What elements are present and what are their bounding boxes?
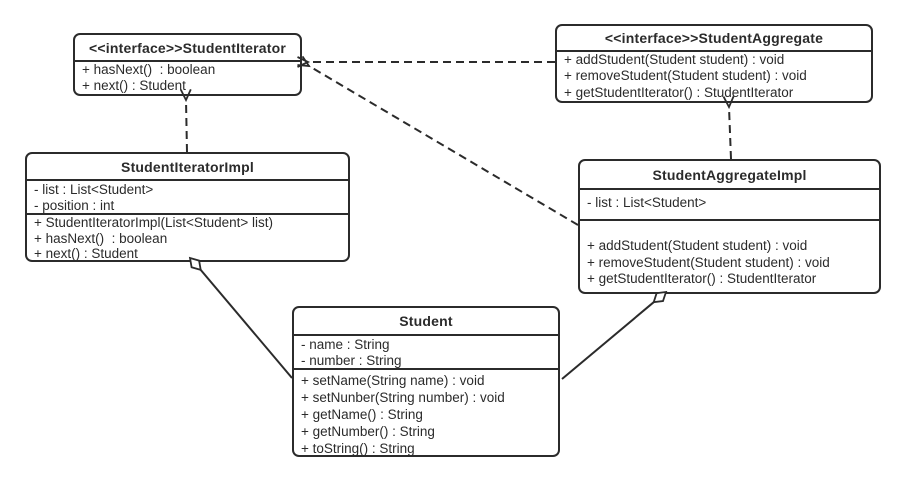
class-title-text: Student xyxy=(399,313,453,329)
class-box-student-iterator: <<interface>>StudentIterator + hasNext()… xyxy=(73,33,302,96)
method-line: + getStudentIterator() : StudentIterator xyxy=(564,84,794,100)
method-line: + hasNext() : boolean xyxy=(34,230,168,246)
realization-edge-iteratorimpl-to-iterator xyxy=(179,89,192,153)
class-title-text: <<interface>>StudentAggregate xyxy=(604,30,824,46)
aggregation-line xyxy=(199,269,293,379)
realization-edge-aggregateimpl-to-aggregate xyxy=(722,95,735,160)
methods-compartment: + addStudent(Student student) : void + r… xyxy=(580,221,879,288)
methods-compartment: + StudentIteratorImpl(List<Student> list… xyxy=(27,215,348,261)
attribute-line: - number : String xyxy=(301,352,402,368)
method-line: + setName(String name) : void xyxy=(301,373,485,388)
method-line: + getNumber() : String xyxy=(301,424,435,439)
method-line: + addStudent(Student student) : void xyxy=(564,52,785,67)
class-title-student-aggregate: <<interface>>StudentAggregate xyxy=(557,26,871,52)
attribute-line: - name : String xyxy=(301,337,390,352)
attribute-line: - position : int xyxy=(34,197,115,213)
class-box-student-aggregate-impl: StudentAggregateImpl - list : List<Stude… xyxy=(578,159,881,294)
class-title-text: StudentAggregateImpl xyxy=(652,166,807,183)
aggregation-edge-iteratorimpl-to-student xyxy=(188,256,293,379)
method-line: + addStudent(Student student) : void xyxy=(587,238,808,253)
attribute-line: - list : List<Student> xyxy=(34,182,154,197)
aggregation-line xyxy=(561,301,655,380)
method-line: + getName() : String xyxy=(301,407,423,422)
attributes-compartment: - list : List<Student> xyxy=(580,190,879,221)
method-line: + removeStudent(Student student) : void xyxy=(587,254,830,270)
method-line: + removeStudent(Student student) : void xyxy=(564,68,807,84)
attributes-compartment: - list : List<Student> - position : int xyxy=(27,181,348,215)
attribute-line: - list : List<Student> xyxy=(587,195,707,210)
class-title-student-iterator-impl: StudentIteratorImpl xyxy=(27,154,348,181)
method-line: + hasNext() : boolean xyxy=(82,62,216,77)
class-box-student-iterator-impl: StudentIteratorImpl - list : List<Studen… xyxy=(25,152,350,262)
methods-compartment: + setName(String name) : void + setNunbe… xyxy=(294,370,558,456)
method-line: + StudentIteratorImpl(List<Student> list… xyxy=(34,215,273,230)
class-box-student-aggregate: <<interface>>StudentAggregate + addStude… xyxy=(555,24,873,103)
class-box-student: Student - name : String - number : Strin… xyxy=(292,306,560,457)
aggregation-edge-aggregateimpl-to-student xyxy=(561,290,668,380)
method-line: + setNunber(String number) : void xyxy=(301,390,505,405)
class-title-student-aggregate-impl: StudentAggregateImpl xyxy=(580,161,879,190)
methods-compartment: + addStudent(Student student) : void + r… xyxy=(557,52,871,101)
method-line: + next() : Student xyxy=(82,78,186,93)
class-title-text: <<interface>>StudentIterator xyxy=(89,39,286,56)
method-line: + toString() : String xyxy=(301,441,415,456)
methods-compartment: + hasNext() : boolean + next() : Student xyxy=(75,62,300,94)
class-title-student-iterator: <<interface>>StudentIterator xyxy=(75,35,300,62)
method-line: + next() : Student xyxy=(34,246,138,261)
class-title-student: Student xyxy=(294,308,558,336)
class-title-text: StudentIteratorImpl xyxy=(121,158,254,175)
attributes-compartment: - name : String - number : String xyxy=(294,336,558,370)
method-line: + getStudentIterator() : StudentIterator xyxy=(587,271,817,286)
